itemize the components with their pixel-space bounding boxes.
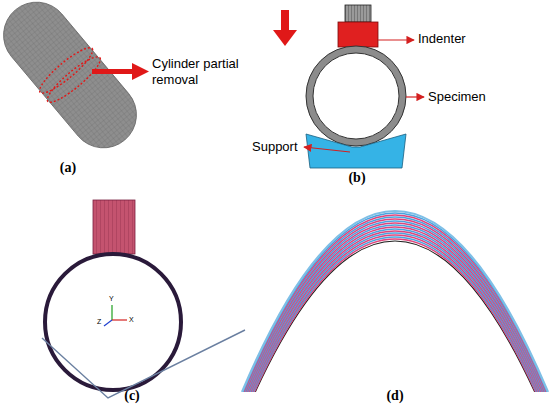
leader-line: [304, 40, 424, 152]
panel-label: (a): [60, 160, 76, 176]
indenter-holder: [345, 5, 371, 22]
annotation-label: Support: [252, 139, 298, 155]
load-arrow: [273, 10, 297, 46]
indenter-mesh: [93, 200, 135, 254]
removal-ring: [35, 42, 97, 98]
ring-mesh: [45, 254, 181, 390]
specimen-ring: [306, 46, 406, 146]
support-block: [306, 134, 406, 168]
axis-triad: [104, 305, 127, 326]
support-surface: [42, 330, 245, 398]
axis-label: Z: [97, 318, 101, 326]
annotation-label: Specimen: [428, 89, 486, 105]
panel-label: (c): [124, 388, 140, 404]
layered-wall: [242, 211, 548, 392]
indenter-block: [338, 22, 378, 47]
axis-label: X: [129, 316, 134, 324]
panel-label: (d): [386, 388, 403, 404]
annotation-label: Indenter: [418, 31, 466, 47]
panel-label: (b): [348, 170, 365, 186]
pointer-arrow: [92, 63, 149, 80]
removal-ring: [43, 52, 105, 108]
axis-label: Y: [109, 295, 114, 303]
annotation-label: Cylinder partial removal: [152, 56, 264, 88]
cylinder: [0, 0, 151, 162]
